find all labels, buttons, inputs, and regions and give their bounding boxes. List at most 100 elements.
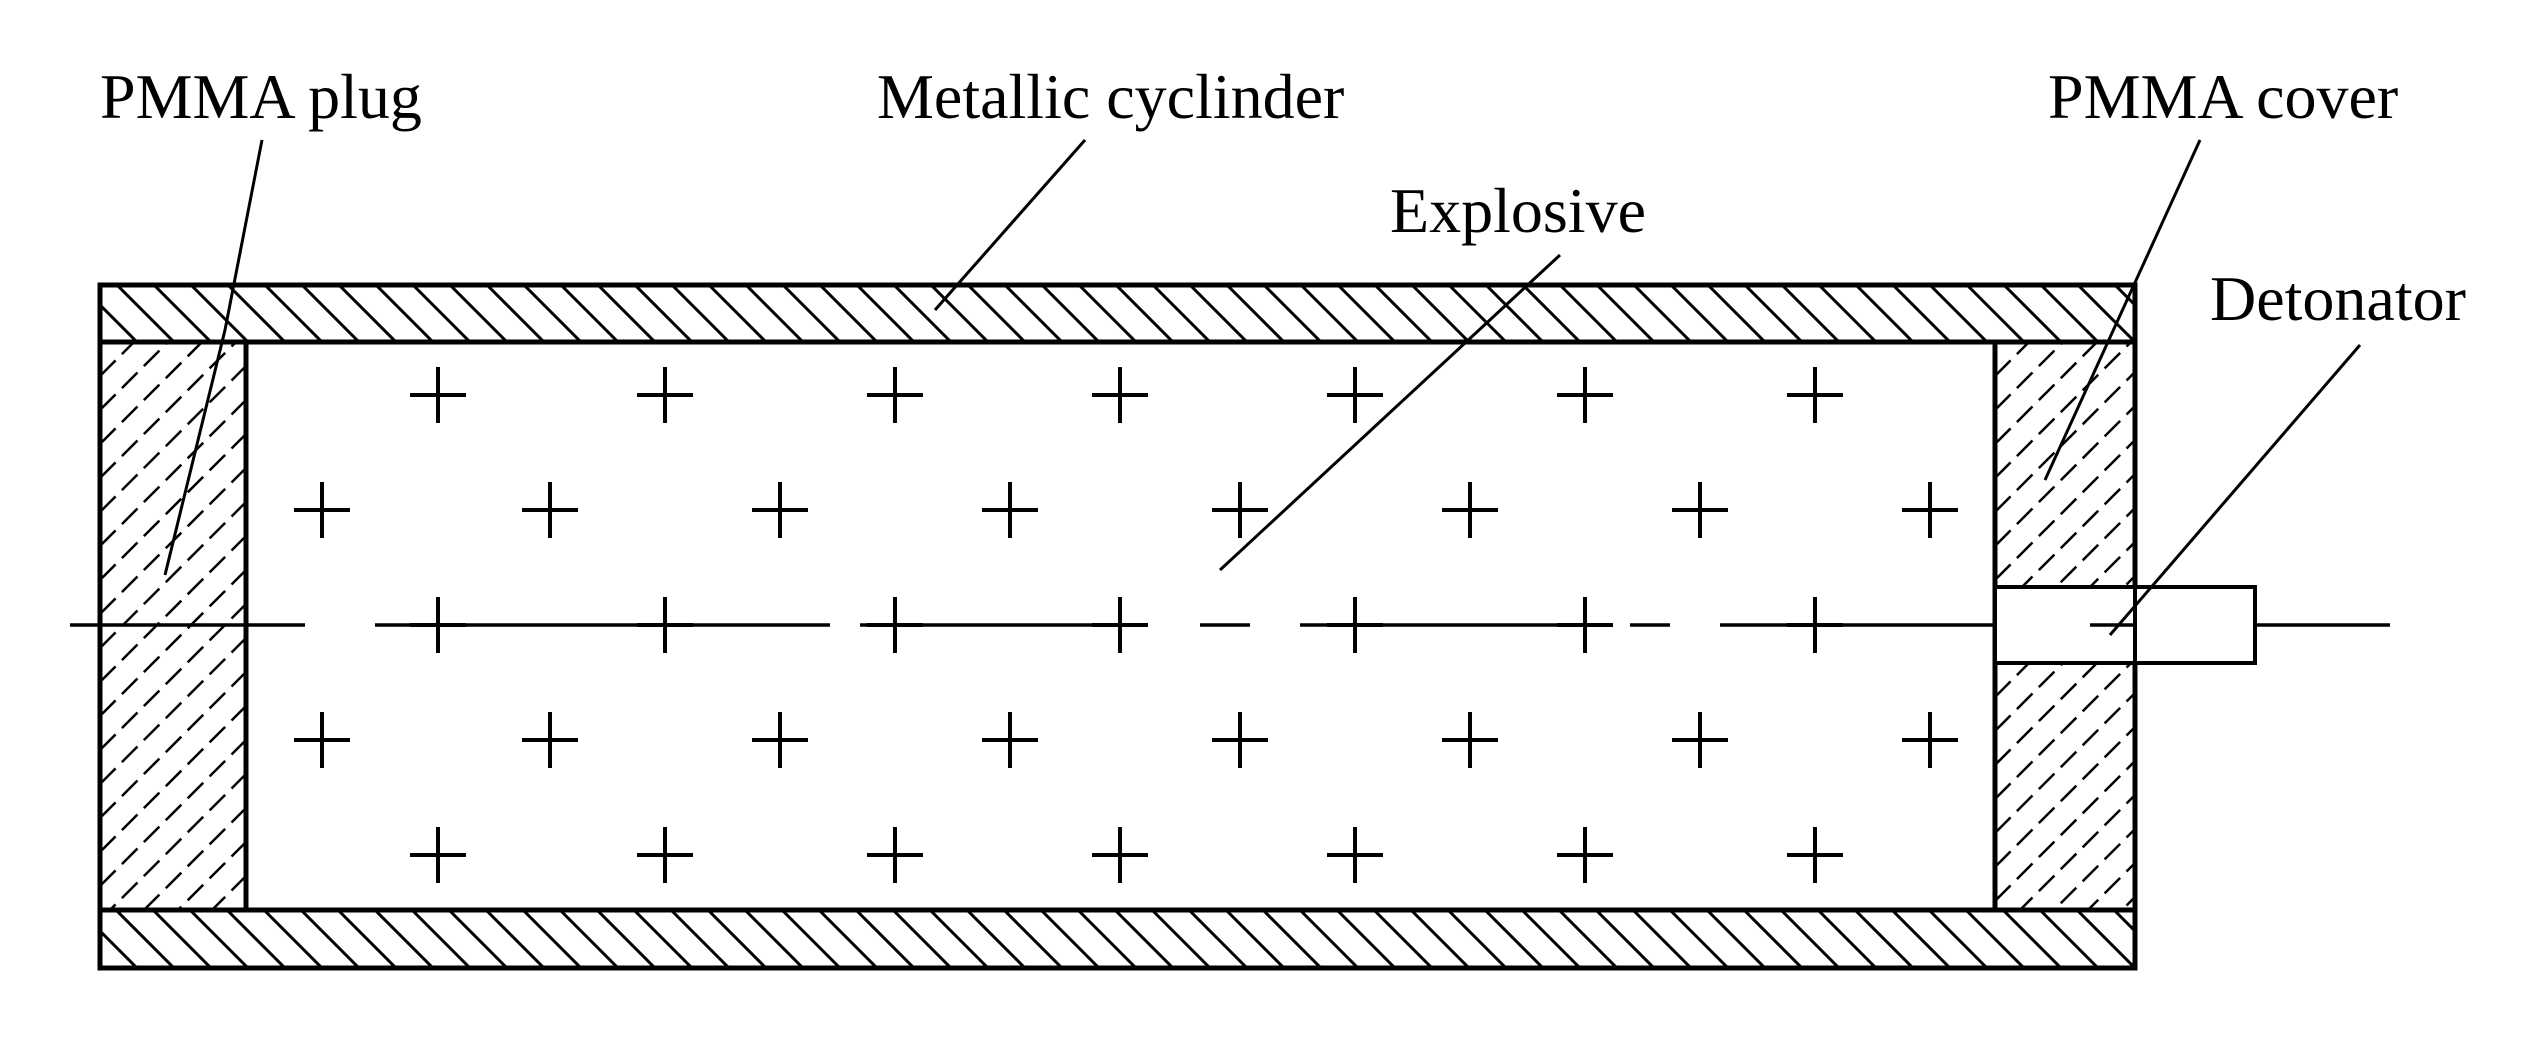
hatch-line: [1299, 285, 1360, 342]
hatch-line: [1780, 285, 1841, 342]
hatch-line: [1003, 285, 1064, 342]
hatch-line: [484, 910, 546, 968]
hatch-line: [965, 910, 1027, 968]
hatch-line: [447, 910, 509, 968]
hatch-line: [818, 285, 879, 342]
hatch-line: [299, 910, 361, 968]
hatch-line: [100, 637, 246, 785]
hatch-line: [115, 285, 176, 342]
hatch-line: [189, 285, 250, 342]
hatch-line: [2112, 910, 2135, 934]
hatch-line: [1995, 663, 2065, 732]
hatch-line: [1298, 910, 1360, 968]
hatch-line: [780, 910, 842, 968]
hatch-line: [336, 910, 398, 968]
pmma-cover-leader: [2043, 139, 2202, 481]
hatch-line: [669, 910, 731, 968]
hatch-line: [2018, 794, 2135, 910]
hatch-line: [1995, 663, 2099, 766]
hatch-line: [262, 910, 324, 968]
hatch-line: [100, 399, 246, 547]
hatch-line: [1816, 910, 1878, 968]
hatch-line: [152, 285, 213, 342]
hatch-line: [1040, 285, 1101, 342]
hatch-line: [100, 535, 246, 683]
hatch-line: [337, 285, 398, 342]
hatch-line: [1336, 285, 1397, 342]
hatch-line: [670, 285, 731, 342]
hatch-line: [1927, 910, 1989, 968]
hatch-line: [2020, 473, 2135, 587]
hatch-line: [706, 910, 768, 968]
hatch-line: [1187, 910, 1249, 968]
hatch-line: [2086, 862, 2135, 910]
hatch-line: [100, 342, 170, 411]
hatch-line: [100, 339, 102, 342]
hatch-line: [929, 285, 990, 342]
hatch-line: [1150, 910, 1212, 968]
hatch-line: [559, 285, 620, 342]
hatch-line: [100, 569, 246, 717]
hatch-line: [1705, 910, 1767, 968]
hatch-line: [1520, 910, 1582, 968]
hatch-line: [2075, 910, 2135, 968]
hatch-line: [522, 285, 583, 342]
hatch-line: [854, 910, 916, 968]
hatch-line: [1372, 910, 1434, 968]
hatch-line: [1447, 285, 1508, 342]
hatch-line: [1595, 285, 1656, 342]
pmma-plug: [97, 339, 249, 913]
detonator-leader: [2108, 344, 2362, 636]
hatch-line: [2113, 285, 2135, 308]
hatch-line: [1409, 910, 1471, 968]
hatch-line: [373, 910, 435, 968]
hatch-line: [1521, 285, 1582, 342]
metallic-cylinder-top-wall: [97, 282, 2138, 345]
hatch-line: [263, 285, 324, 342]
hatch-line: [891, 910, 953, 968]
hatch-line: [100, 342, 204, 445]
hatch-line: [1706, 285, 1767, 342]
hatch-line: [410, 910, 472, 968]
hatch-line: [1995, 760, 2135, 902]
hatch-line: [151, 910, 213, 968]
hatch-line: [1335, 910, 1397, 968]
hatch-line: [1995, 726, 2135, 868]
hatch-line: [108, 773, 246, 910]
hatch-line: [1151, 285, 1212, 342]
hatch-line: [100, 342, 238, 479]
hatch-line: [1114, 285, 1175, 342]
hatch-line: [817, 910, 879, 968]
hatch-line: [1076, 910, 1138, 968]
hatch-line: [1743, 285, 1804, 342]
leader-lines: [163, 139, 2362, 636]
hatch-line: [411, 285, 472, 342]
hatch-line: [188, 910, 250, 968]
hatch-line: [855, 285, 916, 342]
hatch-line: [1594, 910, 1656, 968]
hatch-line: [596, 285, 657, 342]
hatch-line: [1668, 910, 1730, 968]
pmma-plug-leader: [163, 139, 264, 576]
hatch-line: [1484, 285, 1545, 342]
hatch-line: [2001, 910, 2063, 968]
hatch-line: [1632, 285, 1693, 342]
hatch-line: [2076, 285, 2135, 342]
hatch-line: [100, 739, 246, 887]
hatch-line: [100, 342, 136, 377]
hatch-line: [1890, 910, 1952, 968]
hatch-line: [100, 603, 246, 751]
hatch-line: [595, 910, 657, 968]
hatch-line: [632, 910, 694, 968]
hatch-line: [1995, 342, 2031, 377]
hatch-line: [558, 910, 620, 968]
explosive-label: Explosive: [1390, 175, 1646, 246]
hatch-line: [1891, 285, 1952, 342]
hatch-line: [100, 928, 139, 968]
hatch-line: [100, 433, 246, 581]
hatch-line: [1077, 285, 1138, 342]
hatch-line: [1039, 910, 1101, 968]
hatch-line: [1817, 285, 1878, 342]
hatch-line: [1669, 285, 1730, 342]
hatch-line: [210, 875, 246, 910]
